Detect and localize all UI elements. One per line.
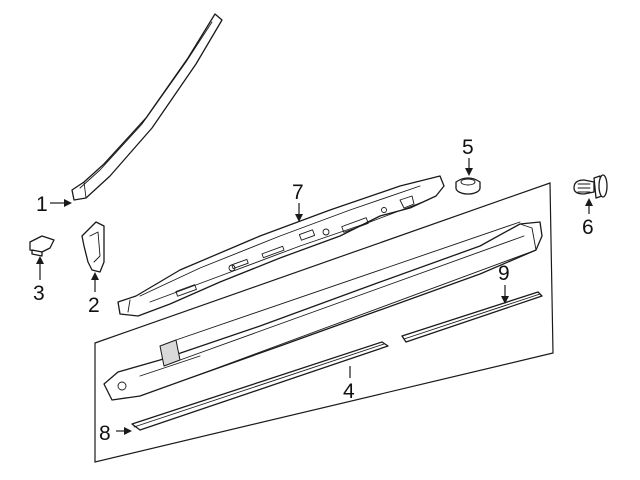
callout-8: 8 xyxy=(99,422,111,445)
part-3-clip[interactable] xyxy=(29,235,55,257)
callout-4: 4 xyxy=(343,380,355,403)
callout-1: 1 xyxy=(36,193,48,216)
part-6-fastener[interactable] xyxy=(573,174,608,199)
callout-6: 6 xyxy=(582,216,594,239)
callout-7: 7 xyxy=(292,181,304,204)
part-9-upper-molding[interactable] xyxy=(401,291,543,343)
callout-9: 9 xyxy=(498,262,510,285)
callout-2: 2 xyxy=(88,294,100,317)
leader-1 xyxy=(50,199,72,207)
callout-5: 5 xyxy=(462,136,474,159)
part-5-nut[interactable] xyxy=(455,177,481,195)
part-8-lower-molding[interactable] xyxy=(131,341,389,431)
leader-3 xyxy=(36,256,44,280)
leader-9 xyxy=(501,285,509,304)
leader-5 xyxy=(465,158,473,176)
leader-7 xyxy=(295,203,303,222)
callout-3: 3 xyxy=(33,282,45,305)
leader-6 xyxy=(585,198,593,214)
leader-2 xyxy=(91,272,99,292)
part-1-pillar-molding[interactable] xyxy=(71,13,223,201)
leader-8 xyxy=(116,427,132,435)
part-4-rocker-panel[interactable] xyxy=(103,221,543,401)
part-7-reinforcement[interactable] xyxy=(117,175,445,317)
part-2-trim-bracket[interactable] xyxy=(81,221,105,273)
